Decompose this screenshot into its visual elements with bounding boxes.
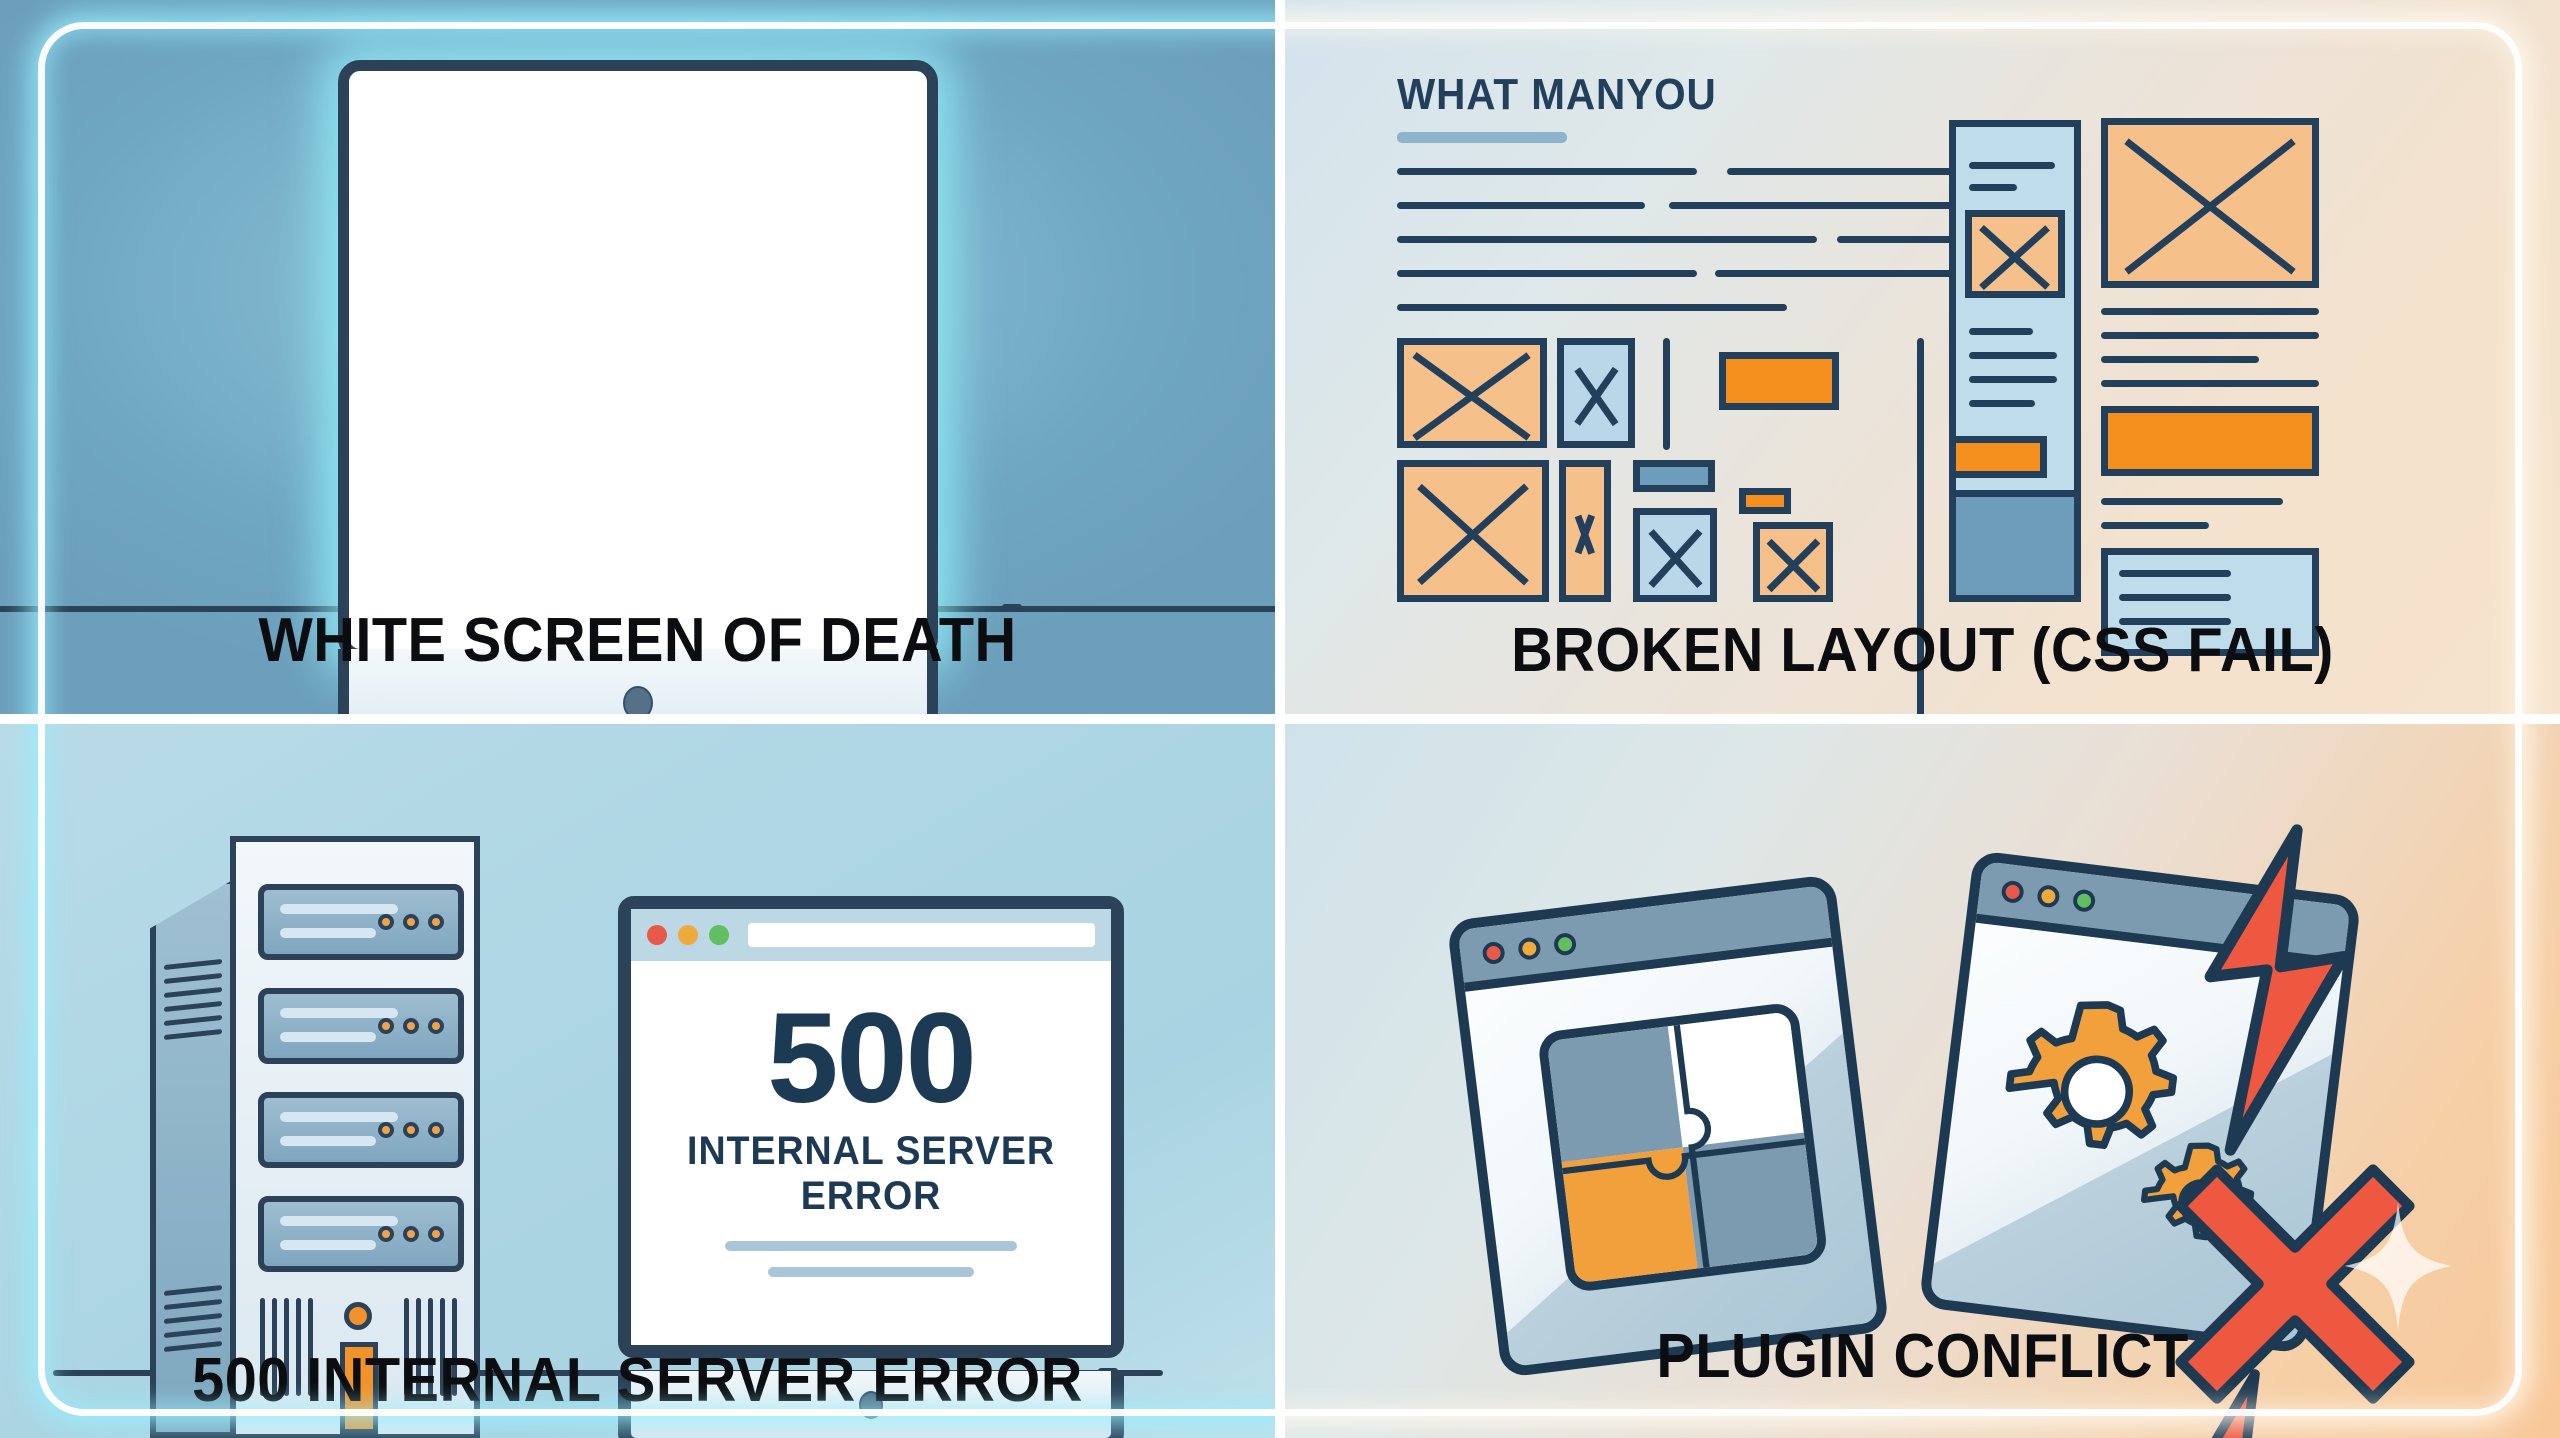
placeholder-line <box>725 1241 1017 1251</box>
text-line <box>1969 328 2033 335</box>
server-power-button <box>340 1342 378 1434</box>
server-rack-illustration <box>150 836 480 1438</box>
gear-icon-large <box>2005 1001 2178 1149</box>
wireframe-bar-box <box>1949 436 2047 478</box>
floor-dash <box>1002 604 1022 612</box>
wireframe-card-box <box>2101 548 2319 656</box>
wireframe-image-box <box>1965 210 2065 298</box>
lightning-bolt-icon-bottom <box>2211 1369 2260 1438</box>
server-front-panel <box>230 836 480 1438</box>
monitor-camera-dot <box>622 685 653 714</box>
wireframe-chip-box <box>1739 488 1791 514</box>
server-side-vents <box>164 958 222 1041</box>
browser-url-bar[interactable] <box>748 923 1095 947</box>
traffic-light-maximize-icon[interactable] <box>709 925 729 945</box>
text-line <box>1715 270 2022 277</box>
server-bay <box>258 1196 464 1272</box>
text-line <box>2101 498 2283 505</box>
panel-caption: PLUGIN CONFLICT <box>1656 1322 2189 1391</box>
server-bay <box>258 884 464 960</box>
server-front-vents <box>404 1298 457 1396</box>
traffic-light-close-icon[interactable] <box>647 925 667 945</box>
traffic-light-close-icon[interactable] <box>1481 940 1506 965</box>
monitor-illustration <box>337 60 938 714</box>
text-line <box>2119 570 2231 577</box>
panel-caption: 500 INTERNAL SERVER ERROR <box>192 1346 1083 1415</box>
browser-titlebar <box>631 909 1111 961</box>
text-line <box>1837 236 2022 243</box>
text-line <box>1397 168 1697 175</box>
panel-white-screen-of-death: WHITE SCREEN OF DEATH <box>0 0 1275 714</box>
text-line <box>1969 376 2057 383</box>
wireframe-hero-image-box <box>2101 118 2319 288</box>
heading-underline <box>1397 132 1567 143</box>
text-line <box>2101 356 2259 363</box>
error-message: INTERNAL SERVER ERROR <box>687 1129 1055 1218</box>
browser-monitor-illustration: 500 INTERNAL SERVER ERROR <box>618 896 1124 1438</box>
text-line <box>1397 202 1645 209</box>
wireframe-bar-box <box>1633 460 1715 492</box>
text-line <box>2101 522 2209 529</box>
wireframe-image-box <box>1397 460 1549 602</box>
floor-line <box>52 1370 1163 1376</box>
panel-caption: WHITE SCREEN OF DEATH <box>258 606 1017 675</box>
text-line <box>1969 162 2055 169</box>
panel-internal-server-error: 500 INTERNAL SERVER ERROR 500 INTERNAL S… <box>0 724 1275 1438</box>
wireframe-divider <box>1917 338 1924 714</box>
server-front-vents <box>260 1298 313 1396</box>
monitor-blank-screen <box>359 82 916 638</box>
text-line <box>2101 308 2319 315</box>
text-line <box>1727 168 2022 175</box>
browser-viewport: 500 INTERNAL SERVER ERROR <box>631 961 1111 1345</box>
traffic-light-minimize-icon[interactable] <box>2036 883 2061 909</box>
wireframe-heading: WHAT MANYOU <box>1397 70 1717 119</box>
text-line <box>2101 332 2319 339</box>
wireframe-image-box <box>1397 338 1547 448</box>
server-bay <box>258 988 464 1064</box>
panel-broken-layout: WHAT MANYOU <box>1285 0 2560 714</box>
puzzle-icon <box>1536 1001 1829 1294</box>
traffic-light-minimize-icon[interactable] <box>678 925 698 945</box>
server-side-vents <box>164 1284 222 1353</box>
wireframe-image-box <box>1557 338 1635 448</box>
traffic-light-maximize-icon[interactable] <box>2071 887 2097 913</box>
wireframe-cta-box <box>2101 406 2319 476</box>
conflict-x-icon <box>2175 1164 2415 1404</box>
traffic-light-close-icon[interactable] <box>2000 879 2025 904</box>
wireframe-image-box <box>1753 522 1833 602</box>
wireframe-block-box <box>1949 490 2081 602</box>
monitor-chin <box>337 649 938 714</box>
wireframe-image-box <box>1559 460 1611 602</box>
server-power-led <box>344 1302 372 1330</box>
text-line <box>1969 352 2057 359</box>
traffic-light-minimize-icon[interactable] <box>1517 935 1542 961</box>
monitor-bezel: 500 INTERNAL SERVER ERROR <box>618 896 1124 1438</box>
monitor-bezel <box>337 60 938 714</box>
lightning-bolt-icon-top <box>2204 824 2350 1156</box>
text-line <box>1669 202 2022 209</box>
monitor-chin <box>618 1371 1124 1438</box>
traffic-light-maximize-icon[interactable] <box>1552 931 1578 956</box>
panel-caption: BROKEN LAYOUT (CSS FAIL) <box>1511 616 2334 685</box>
wireframe-divider <box>1663 338 1670 450</box>
wireframe-button-box <box>1719 352 1839 410</box>
text-line <box>2119 618 2231 625</box>
text-line <box>2101 380 2319 387</box>
wireframe-image-box <box>1633 508 1717 602</box>
placeholder-line <box>768 1267 974 1277</box>
browser-window-plugin-a[interactable] <box>1446 873 1890 1379</box>
text-line <box>2119 594 2231 601</box>
text-line <box>1969 184 2017 191</box>
window-titlebar <box>1457 885 1833 992</box>
sparkle-star-icon <box>2344 1202 2452 1330</box>
text-line <box>1969 400 2035 407</box>
server-bay <box>258 1092 464 1168</box>
wireframe-illustration: WHAT MANYOU <box>1397 60 2457 714</box>
text-line <box>1397 236 1817 243</box>
panel-plugin-conflict: PLUGIN CONFLICT <box>1285 724 2560 1438</box>
error-code: 500 <box>767 987 977 1130</box>
text-line <box>1397 304 1787 311</box>
text-line <box>1397 270 1697 277</box>
